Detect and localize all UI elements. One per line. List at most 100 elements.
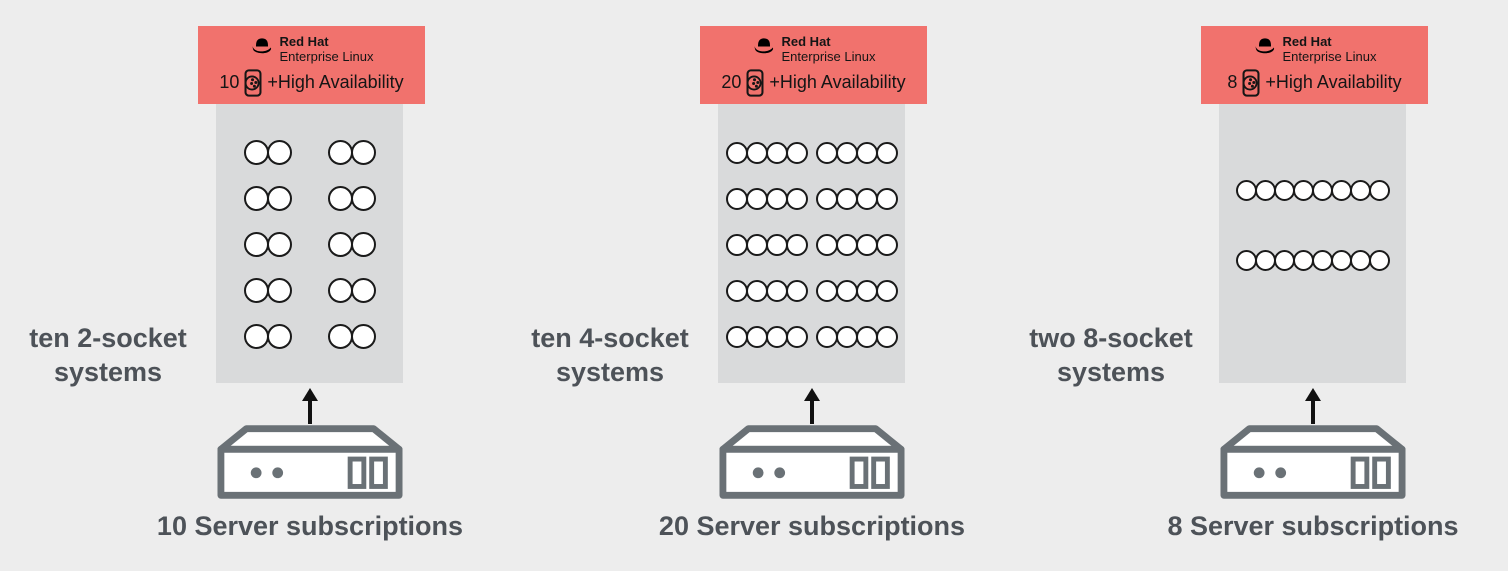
system-sockets-group xyxy=(1235,180,1390,201)
arrow-head xyxy=(302,388,318,401)
socket-circle xyxy=(745,326,768,348)
socket-circle xyxy=(266,140,292,165)
arrow-stem xyxy=(810,401,814,424)
arrow-head xyxy=(1305,388,1321,401)
socket-row xyxy=(725,188,898,210)
socket-circle xyxy=(243,324,269,349)
socket-circle xyxy=(875,280,898,302)
brand-text: Red Hat Enterprise Linux xyxy=(280,34,374,64)
socket-circle xyxy=(855,234,878,256)
server-icon xyxy=(719,423,905,501)
subscription-quantity: 8 xyxy=(1227,72,1238,92)
socket-circle xyxy=(875,142,898,164)
rhel-ha-header: Red Hat Enterprise Linux 10 +High Availa… xyxy=(198,26,425,104)
subscription-quantity: 10 xyxy=(219,72,240,92)
system-sockets-group xyxy=(815,188,898,210)
server-icon xyxy=(1220,423,1406,501)
systems-label-line2: systems xyxy=(1056,357,1166,387)
socket-circle xyxy=(1235,180,1257,201)
up-arrow-icon xyxy=(1305,388,1321,424)
socket-circle xyxy=(785,234,808,256)
subscriptions-caption: 8 Server subscriptions xyxy=(1167,511,1459,541)
rhel-brand: Red Hat Enterprise Linux xyxy=(1253,34,1377,64)
socket-circle xyxy=(1311,180,1333,201)
socket-circle xyxy=(835,326,858,348)
system-sockets-group xyxy=(243,278,292,303)
socket-circle xyxy=(266,232,292,257)
socket-row xyxy=(725,142,898,164)
rhel-brand: Red Hat Enterprise Linux xyxy=(752,34,876,64)
system-sockets-group xyxy=(815,142,898,164)
systems-label-line2: systems xyxy=(555,357,665,387)
brand-product: Enterprise Linux xyxy=(1282,48,1377,64)
socket-circle xyxy=(835,280,858,302)
socket-circle xyxy=(765,326,788,348)
socket-circle xyxy=(266,186,292,211)
socket-circle xyxy=(765,234,788,256)
socket-circle xyxy=(1311,250,1333,271)
socket-circle xyxy=(815,280,838,302)
socket-circle xyxy=(745,188,768,210)
socket-circle xyxy=(725,142,748,164)
system-sockets-group xyxy=(327,324,376,349)
subscriptions-caption: 10 Server subscriptions xyxy=(156,511,464,541)
socket-circle xyxy=(835,142,858,164)
system-sockets-group xyxy=(327,278,376,303)
systems-label-line1: ten 4-socket xyxy=(531,323,689,353)
socket-row xyxy=(725,326,898,348)
subscription-quantity: 20 xyxy=(721,72,742,92)
socket-circle xyxy=(350,140,376,165)
system-sockets-group xyxy=(815,234,898,256)
systems-sockets-box xyxy=(216,104,403,383)
arrow-stem xyxy=(1311,401,1315,424)
rhel-ha-header: Red Hat Enterprise Linux 8 +High Availab… xyxy=(1201,26,1428,104)
socket-circle xyxy=(785,188,808,210)
socket-circle xyxy=(855,188,878,210)
socket-circle xyxy=(835,188,858,210)
systems-count-label: ten 2-socket systems xyxy=(2,321,214,389)
systems-sockets-box xyxy=(718,104,905,383)
socket-circle xyxy=(1254,250,1276,271)
socket-circle xyxy=(785,142,808,164)
socket-row xyxy=(243,278,376,303)
socket-circle xyxy=(243,232,269,257)
subscription-column-4-socket: ten 4-socket systems Red Hat Enterprise … xyxy=(502,0,965,571)
socket-circle xyxy=(815,234,838,256)
socket-row xyxy=(1235,180,1390,201)
socket-circle xyxy=(875,188,898,210)
addon-label: +High Availability xyxy=(1265,72,1402,92)
socket-circle xyxy=(243,278,269,303)
socket-circle xyxy=(327,186,353,211)
socket-row xyxy=(243,140,376,165)
brand-text: Red Hat Enterprise Linux xyxy=(1283,34,1377,64)
arrow-head xyxy=(804,388,820,401)
red-hat-logo-icon xyxy=(250,34,274,54)
socket-circle xyxy=(835,234,858,256)
socket-row xyxy=(725,234,898,256)
system-sockets-group xyxy=(327,232,376,257)
brand-product: Enterprise Linux xyxy=(279,48,374,64)
system-sockets-group xyxy=(725,234,808,256)
system-sockets-group xyxy=(815,280,898,302)
addon-label: +High Availability xyxy=(769,72,906,92)
socket-circle xyxy=(765,280,788,302)
socket-circle xyxy=(815,142,838,164)
brand-product: Enterprise Linux xyxy=(781,48,876,64)
socket-circle xyxy=(243,140,269,165)
socket-circle xyxy=(1273,250,1295,271)
socket-circle xyxy=(327,232,353,257)
socket-circle xyxy=(266,324,292,349)
socket-circle xyxy=(875,234,898,256)
socket-circle xyxy=(855,280,878,302)
system-sockets-group xyxy=(327,186,376,211)
socket-circle xyxy=(725,326,748,348)
system-sockets-group xyxy=(243,140,292,165)
system-sockets-group xyxy=(725,280,808,302)
socket-circle xyxy=(815,188,838,210)
systems-sockets-box xyxy=(1219,104,1406,383)
socket-circle xyxy=(1292,250,1314,271)
up-arrow-icon xyxy=(804,388,820,424)
subscriptions-caption: 20 Server subscriptions xyxy=(658,511,966,541)
brand-text: Red Hat Enterprise Linux xyxy=(782,34,876,64)
socket-circle xyxy=(875,326,898,348)
